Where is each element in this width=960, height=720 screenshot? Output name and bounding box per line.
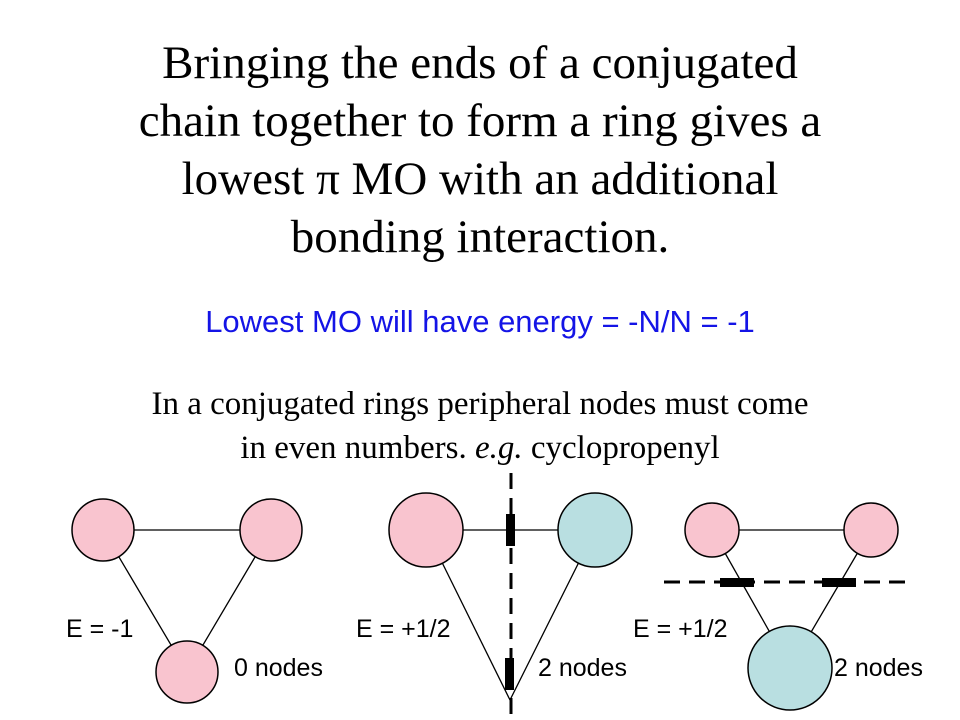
nodes-label: 2 nodes — [538, 654, 627, 682]
slide-title: Bringing the ends of a conjugated chain … — [60, 34, 900, 266]
title-line-3: lowest π MO with an additional — [60, 150, 900, 208]
title-line-1: Bringing the ends of a conjugated — [162, 37, 798, 89]
title-line-2: chain together to form a ring gives a — [138, 95, 822, 147]
mo-diagram-1: E = -1 0 nodes — [66, 498, 323, 704]
mo-diagram-3: E = +1/2 2 nodes — [633, 502, 923, 711]
orbital-lobe-positive — [155, 640, 219, 704]
example-abbrev: e.g. — [474, 430, 523, 466]
mo-diagram-2: E = +1/2 2 nodes — [356, 473, 633, 720]
title-line-4: bonding interaction. — [290, 211, 670, 263]
orbital-lobe-negative — [747, 625, 833, 711]
orbital-lobe-negative — [557, 492, 633, 568]
energy-label: E = +1/2 — [356, 615, 451, 643]
body-line-2-end: cyclopropenyl — [522, 430, 720, 466]
energy-statement: Lowest MO will have energy = -N/N = -1 — [205, 304, 755, 339]
body-line-1: In a conjugated rings peripheral nodes m… — [151, 386, 809, 422]
body-line-2: in even numbers. e.g. cyclopropenyl — [20, 426, 940, 470]
node-marker — [822, 578, 856, 587]
orbital-lobe-positive — [843, 502, 899, 558]
pi-symbol: π — [316, 153, 340, 205]
orbital-lobe-positive — [239, 498, 303, 562]
nodes-label: 2 nodes — [834, 654, 923, 682]
node-marker — [505, 658, 514, 690]
orbital-lobe-positive — [388, 492, 464, 568]
orbital-lobe-positive — [684, 502, 740, 558]
orbital-lobe-positive — [71, 498, 135, 562]
body-text: In a conjugated rings peripheral nodes m… — [20, 382, 940, 470]
title-line-3-end: MO with an additional — [339, 153, 779, 205]
node-marker — [506, 514, 515, 546]
node-marker — [720, 578, 754, 587]
energy-label: E = -1 — [66, 615, 133, 643]
energy-label: E = +1/2 — [633, 615, 728, 643]
body-line-2-start: in even numbers. — [240, 430, 475, 466]
title-line-3-start: lowest — [181, 153, 317, 205]
nodes-label: 0 nodes — [234, 654, 323, 682]
